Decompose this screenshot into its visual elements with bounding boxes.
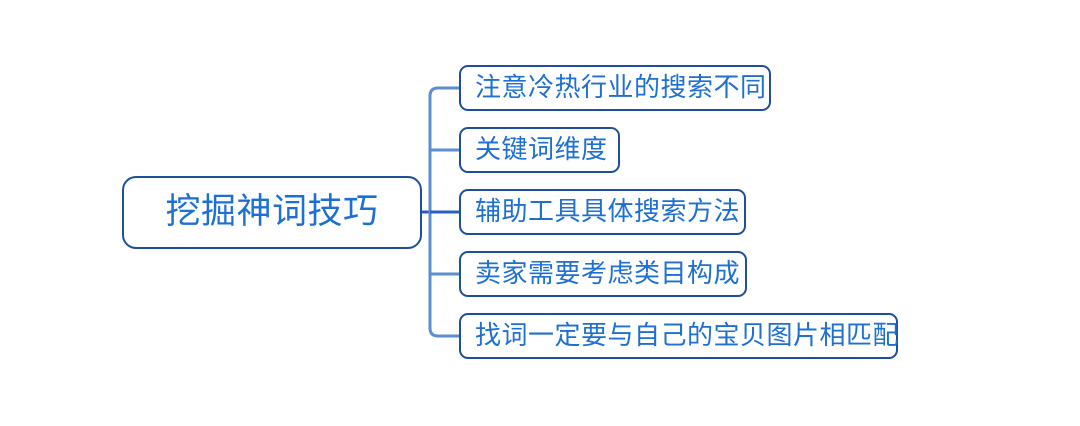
child-node-5-label: 找词一定要与自己的宝贝图片相匹配 — [475, 321, 900, 351]
root-node[interactable]: 挖掘神词技巧 — [122, 176, 422, 249]
child-node-3-label: 辅助工具具体搜索方法 — [475, 197, 741, 227]
child-node-2[interactable]: 关键词维度 — [459, 127, 620, 173]
child-node-2-label: 关键词维度 — [475, 135, 608, 165]
root-node-label: 挖掘神词技巧 — [165, 192, 379, 232]
connector-branch-4 — [428, 324, 459, 338]
child-node-4[interactable]: 卖家需要考虑类目构成 — [459, 251, 747, 297]
child-node-1-label: 注意冷热行业的搜索不同 — [475, 73, 767, 103]
child-node-1[interactable]: 注意冷热行业的搜索不同 — [459, 65, 771, 111]
child-node-5[interactable]: 找词一定要与自己的宝贝图片相匹配 — [459, 313, 900, 359]
child-node-3[interactable]: 辅助工具具体搜索方法 — [459, 189, 746, 235]
child-node-4-label: 卖家需要考虑类目构成 — [475, 259, 741, 289]
connector-branch-0 — [428, 86, 459, 100]
